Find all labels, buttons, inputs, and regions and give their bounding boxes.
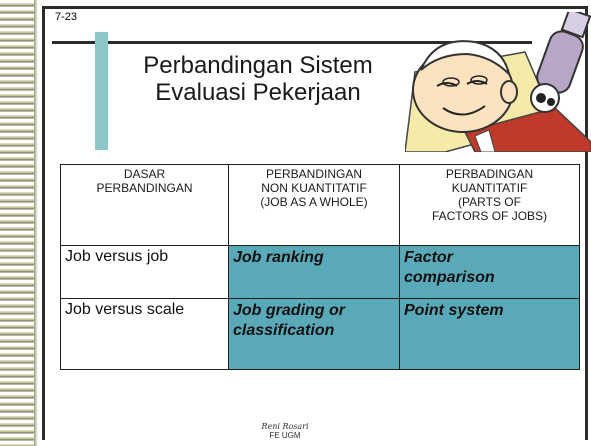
header-text: NON KUANTITATIF	[261, 181, 367, 195]
header-text: DASAR	[123, 167, 166, 181]
cell-text: Job grading or	[233, 302, 345, 319]
sleepy-man-clipart-icon	[405, 12, 591, 152]
nonquantitative-cell: Job ranking	[228, 245, 400, 299]
nonquantitative-cell: Job grading or classification	[228, 298, 400, 370]
cell-text: comparison	[404, 269, 495, 286]
cell-text: Job ranking	[233, 249, 324, 266]
header-text: PERBANDINGAN	[265, 167, 363, 181]
author-signature: Reni Rosari	[261, 422, 309, 431]
cell-text: Factor	[404, 249, 453, 266]
quantitative-cell: Factor comparison	[399, 245, 580, 299]
slide-title: Perbandingan Sistem Evaluasi Pekerjaan	[108, 52, 408, 106]
header-text: FACTORS OF JOBS)	[431, 209, 548, 223]
table-row: Job versus job Job ranking Factor compar…	[60, 245, 580, 299]
slide-number: 7-23	[55, 11, 78, 23]
header-text: KUANTITATIF	[451, 181, 528, 195]
slide-frame-top	[42, 6, 588, 9]
spiral-binding-edge	[34, 0, 38, 446]
cell-text: classification	[233, 322, 335, 339]
slide-frame	[42, 6, 588, 440]
header-text: PERBADINGAN	[445, 167, 534, 181]
row-label: Job versus job	[60, 245, 229, 299]
header-text: PERBANDINGAN	[96, 181, 193, 195]
accent-bar	[95, 32, 108, 150]
table-row: Job versus scale Job grading or classifi…	[60, 298, 580, 370]
table-header-quantitative: PERBADINGAN KUANTITATIF (PARTS OF FACTOR…	[399, 164, 580, 246]
author-organization: FE UGM	[269, 431, 301, 440]
cell-text: Point system	[404, 302, 504, 319]
comparison-table: DASAR PERBANDINGAN PERBANDINGAN NON KUAN…	[60, 164, 580, 370]
title-line-2: Evaluasi Pekerjaan	[155, 79, 361, 106]
row-label: Job versus scale	[60, 298, 229, 370]
footer-credit: Reni Rosari FE UGM	[255, 422, 315, 440]
header-text: (PARTS OF	[458, 195, 521, 209]
title-line-1: Perbandingan Sistem	[143, 52, 373, 79]
spiral-binding	[0, 0, 34, 446]
header-text: (JOB AS A WHOLE)	[260, 195, 368, 209]
table-header-nonquantitative: PERBANDINGAN NON KUANTITATIF (JOB AS A W…	[228, 164, 400, 246]
quantitative-cell: Point system	[399, 298, 580, 370]
table-header-basis: DASAR PERBANDINGAN	[60, 164, 229, 246]
table-header-row: DASAR PERBANDINGAN PERBANDINGAN NON KUAN…	[60, 164, 580, 246]
title-rule	[52, 41, 532, 44]
